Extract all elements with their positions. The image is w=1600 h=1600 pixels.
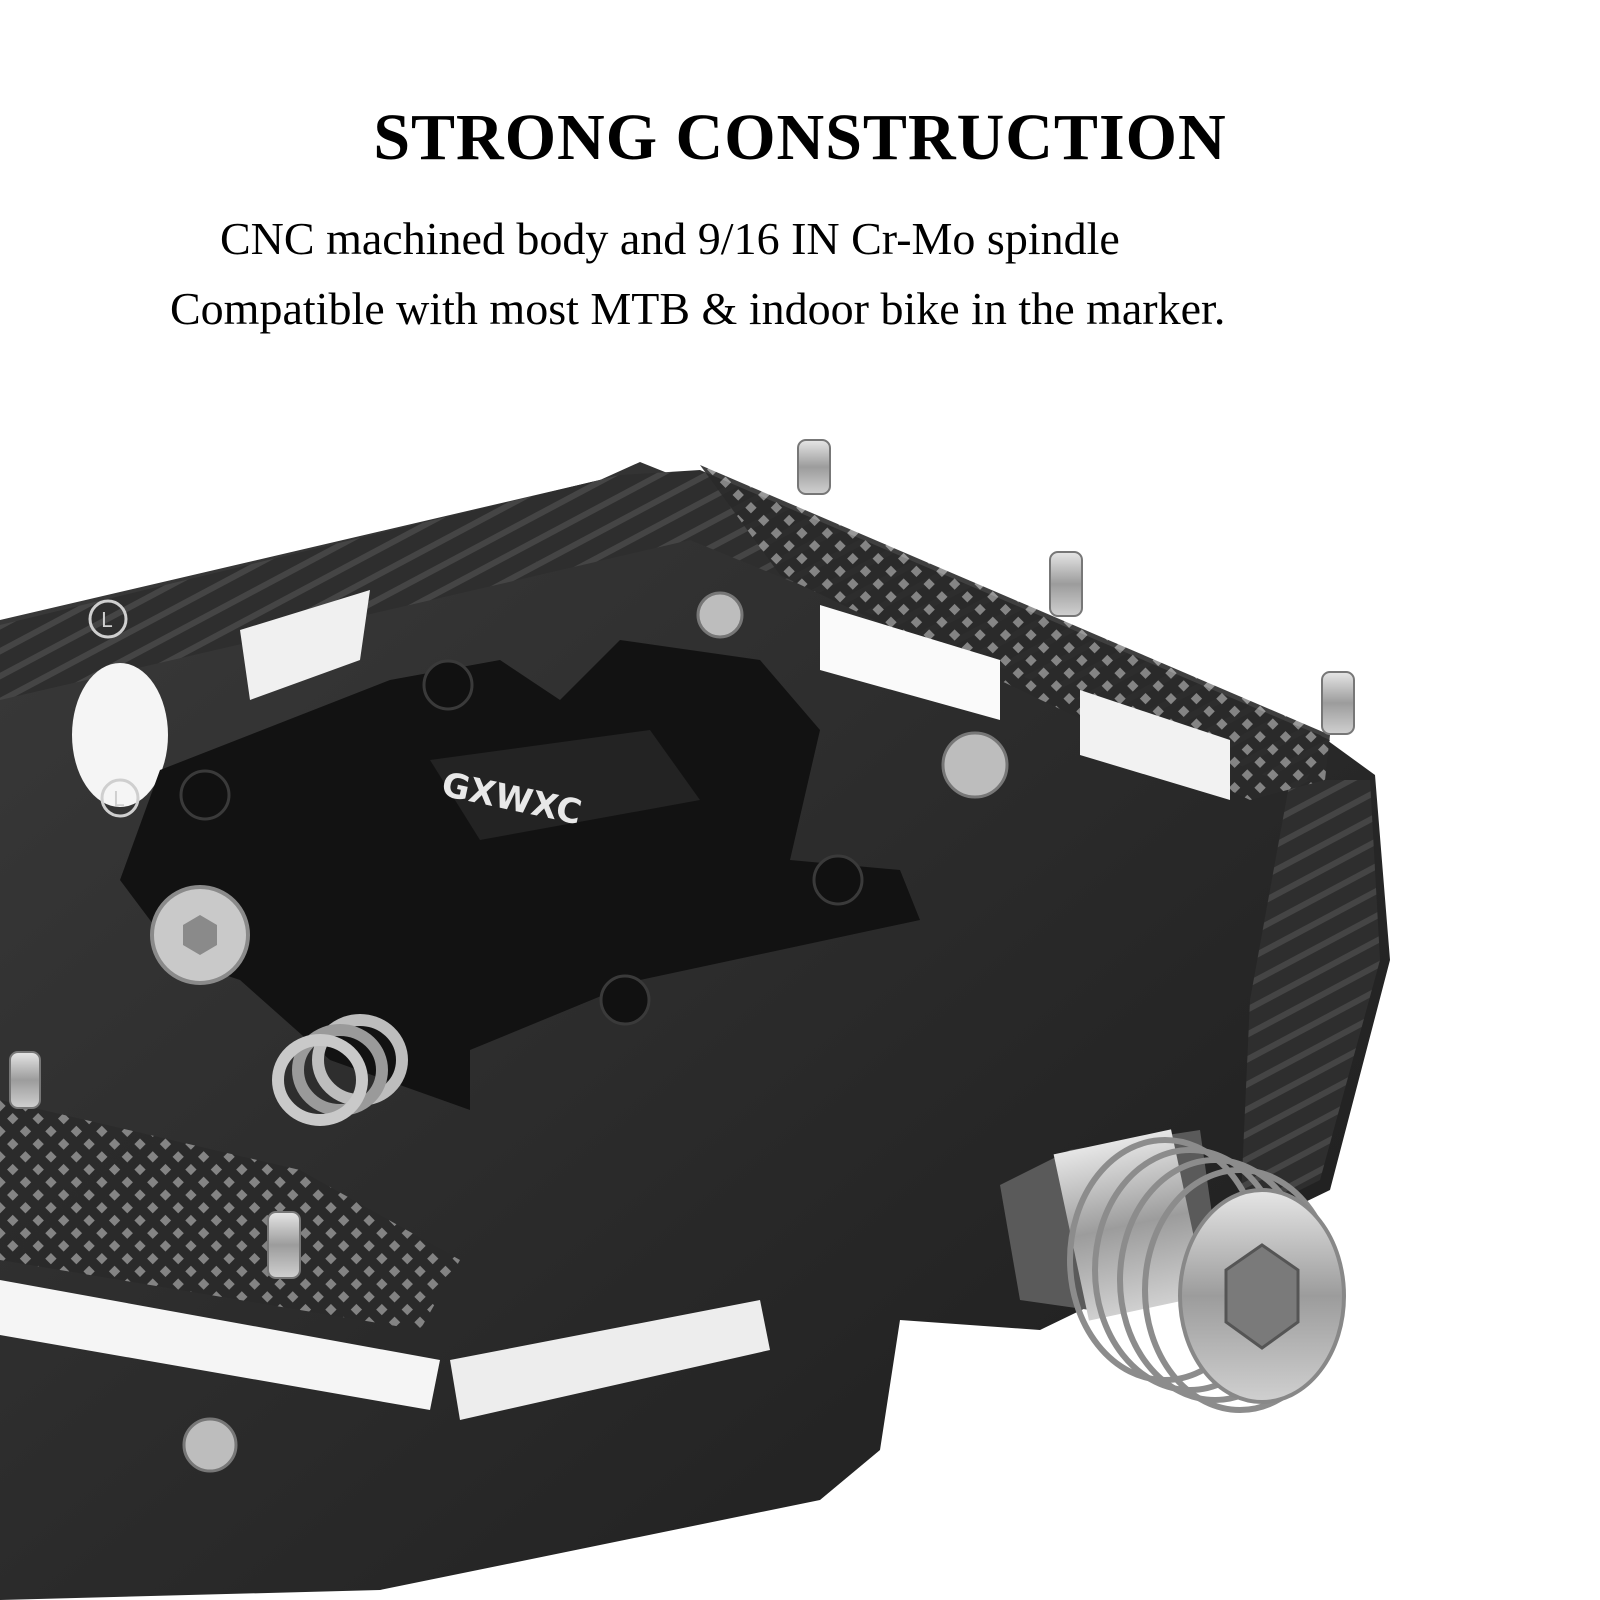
cleat-mechanism	[120, 640, 920, 1110]
window-2	[1080, 690, 1230, 800]
spring	[272, 1014, 408, 1126]
svg-text:L: L	[113, 787, 125, 811]
right-rim	[1240, 780, 1380, 1220]
window-6	[240, 590, 370, 700]
screws	[150, 591, 1009, 1473]
traction-pins	[9, 439, 1355, 1279]
svg-text:L: L	[101, 608, 113, 632]
window-3	[0, 1280, 440, 1410]
top-rim	[0, 470, 1330, 790]
grip-strip-left	[0, 1100, 460, 1330]
headline: STRONG CONSTRUCTION	[373, 101, 1227, 174]
grip-strip-right	[700, 465, 1330, 800]
spindle	[1000, 1129, 1346, 1413]
description-line-2: Compatible with most MTB & indoor bike i…	[170, 283, 1226, 334]
window-5	[72, 663, 168, 807]
window-4	[450, 1300, 770, 1420]
window-1	[820, 605, 1000, 720]
pedal-product-image: GXWXC L L	[0, 439, 1390, 1600]
side-markings	[88, 599, 140, 818]
description-line-1: CNC machined body and 9/16 IN Cr-Mo spin…	[220, 213, 1120, 264]
